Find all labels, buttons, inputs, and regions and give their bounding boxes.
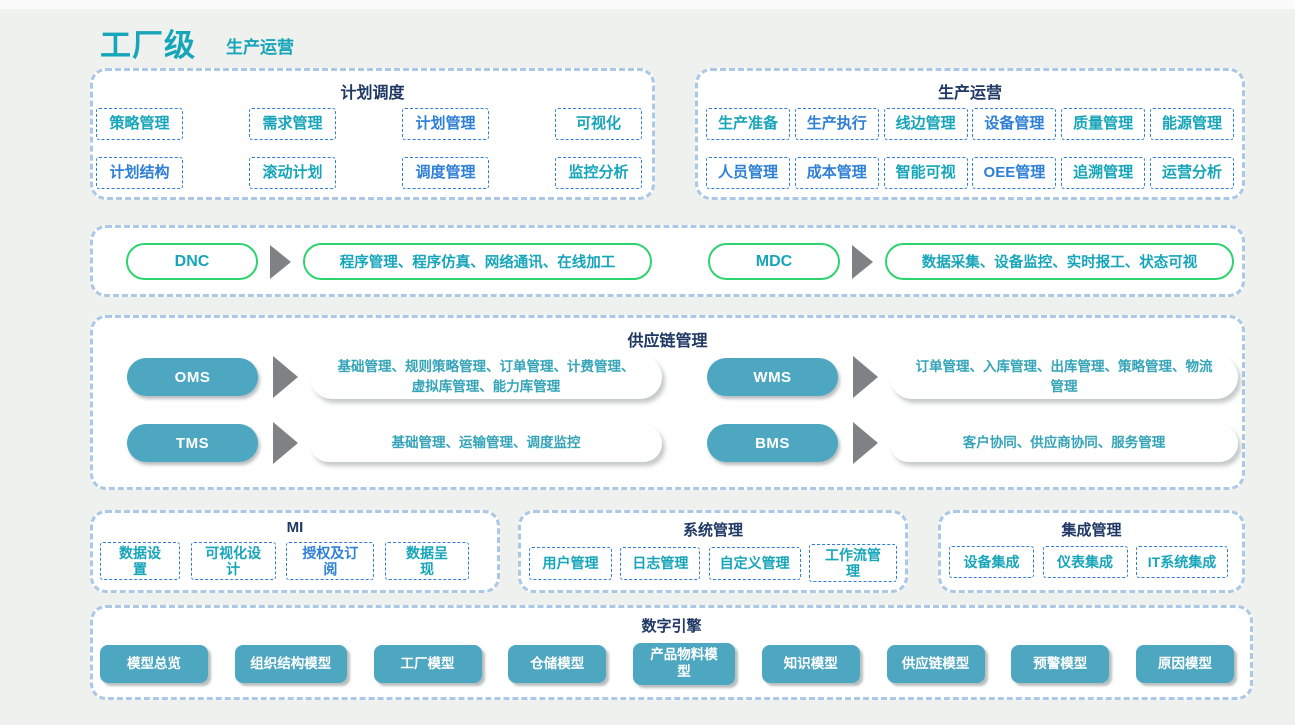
arrow-right-icon <box>852 244 873 279</box>
digital-engine-title: 数字引擎 <box>641 618 702 635</box>
page-subtitle: 生产运营 <box>226 38 294 57</box>
plan-scheduling-title: 计划调度 <box>340 85 405 102</box>
module-chip-jihua-jiegou: 计划结构 <box>96 157 183 189</box>
module-chip-shengchan-zhixing: 生产执行 <box>794 108 879 140</box>
module-chip-rizhi-guanli: 日志管理 <box>620 546 701 580</box>
digital-engine-panel: 数字引擎 模型总览 组织结构模型 工厂模型 仓储模型 产品物料模 型 知识模型 … <box>90 605 1253 700</box>
top-strip <box>0 0 1295 9</box>
dnc-pill: DNC <box>126 243 258 280</box>
module-chip-shouquan-dingyue: 授权及订 阅 <box>286 542 375 580</box>
module-chip-it-xitong-jicheng: IT系统集成 <box>1136 546 1228 578</box>
wms-desc-pill: 订单管理、入库管理、出库管理、策略管理、物流 管理 <box>890 355 1238 399</box>
integration-mgmt-panel: 集成管理 设备集成 仪表集成 IT系统集成 <box>938 510 1245 593</box>
module-chip-diaodu-guanli: 调度管理 <box>402 157 489 189</box>
module-chip-renyuan-guanli: 人员管理 <box>706 157 790 189</box>
oms-desc-pill: 基础管理、规则策略管理、订单管理、计费管理、 虚拟库管理、能力库管理 <box>310 355 662 399</box>
module-chip-xianbian-guanli: 线边管理 <box>883 108 968 140</box>
wms-flow: WMS 订单管理、入库管理、出库管理、策略管理、物流 管理 <box>707 355 1238 399</box>
production-operation-title: 生产运营 <box>937 85 1002 102</box>
page-title: 工厂级 <box>100 28 196 63</box>
module-chip-jihua-guanli: 计划管理 <box>402 108 489 140</box>
module-chip-zhiliang-guanli: 质量管理 <box>1061 108 1146 140</box>
module-chip-jiankong-fenxi: 监控分析 <box>555 157 642 189</box>
module-chip-yunying-fenxi: 运营分析 <box>1149 157 1234 189</box>
dnc-desc-pill: 程序管理、程序仿真、网络通讯、在线加工 <box>303 243 652 280</box>
module-chip-shengchan-zhunbei: 生产准备 <box>706 108 790 140</box>
mdc-desc-pill: 数据采集、设备监控、实时报工、状态可视 <box>885 243 1234 280</box>
dnc-flow: DNC 程序管理、程序仿真、网络通讯、在线加工 <box>126 243 652 280</box>
tms-pill: TMS <box>127 424 258 462</box>
module-chip-gongzuoliu-guanli: 工作流管 理 <box>808 544 897 582</box>
module-chip-keshihua: 可视化 <box>555 108 642 140</box>
integration-mgmt-title: 集成管理 <box>1061 522 1122 539</box>
module-chip-celve-guanli: 策略管理 <box>96 108 183 140</box>
module-chip-chengben-guanli: 成本管理 <box>794 157 879 189</box>
module-chip-keshihua-sheji: 可视化设 计 <box>190 542 276 580</box>
production-operation-panel: 生产运营 生产准备 生产执行 线边管理 设备管理 质量管理 能源管理 人员管理 … <box>695 68 1245 200</box>
module-chip-shuju-chengxian: 数据呈 现 <box>384 542 469 580</box>
module-chip-shebei-jicheng: 设备集成 <box>949 546 1034 578</box>
mdc-flow: MDC 数据采集、设备监控、实时报工、状态可视 <box>708 243 1234 280</box>
module-chip-zhuisu-guanli: 追溯管理 <box>1061 157 1146 189</box>
module-chip-yonghu-guanli: 用户管理 <box>529 546 612 580</box>
model-button-yuanyin-moxing: 原因模型 <box>1136 645 1234 683</box>
module-chip-zhineng-keshi: 智能可视 <box>883 157 968 189</box>
module-chip-shebei-guanli: 设备管理 <box>972 108 1057 140</box>
system-row: 用户管理 日志管理 自定义管理 工作流管 理 <box>529 544 897 582</box>
arrow-right-icon <box>853 422 878 464</box>
production-row-2: 人员管理 成本管理 智能可视 OEE管理 追溯管理 运营分析 <box>706 157 1234 189</box>
model-button-yujing-moxing: 预警模型 <box>1011 645 1110 683</box>
tms-desc-pill: 基础管理、运输管理、调度监控 <box>310 424 662 462</box>
oms-flow: OMS 基础管理、规则策略管理、订单管理、计费管理、 虚拟库管理、能力库管理 <box>127 355 662 399</box>
wms-pill: WMS <box>707 358 838 396</box>
module-chip-xuqiu-guanli: 需求管理 <box>249 108 336 140</box>
model-button-chanpin-wuliao-moxing: 产品物料模 型 <box>633 643 735 685</box>
supply-chain-title: 供应链管理 <box>627 333 708 350</box>
bms-pill: BMS <box>707 424 838 462</box>
mdc-pill: MDC <box>708 243 840 280</box>
arrow-right-icon <box>270 244 291 279</box>
production-row-1: 生产准备 生产执行 线边管理 设备管理 质量管理 能源管理 <box>706 108 1234 140</box>
module-chip-oee-guanli: OEE管理 <box>972 157 1057 189</box>
module-chip-shuju-shezhi: 数据设 置 <box>100 542 180 580</box>
mi-title: MI <box>286 519 304 536</box>
plan-row-1: 策略管理 需求管理 计划管理 可视化 <box>96 108 642 140</box>
module-chip-gundong-jihua: 滚动计划 <box>249 157 336 189</box>
system-mgmt-panel: 系统管理 用户管理 日志管理 自定义管理 工作流管 理 <box>518 510 908 593</box>
model-button-gongyinglian-moxing: 供应链模型 <box>886 645 985 683</box>
module-chip-nengyuan-guanli: 能源管理 <box>1149 108 1234 140</box>
integration-row: 设备集成 仪表集成 IT系统集成 <box>949 546 1228 578</box>
plan-row-2: 计划结构 滚动计划 调度管理 监控分析 <box>96 157 642 189</box>
model-button-zhishi-moxing: 知识模型 <box>761 645 860 683</box>
dnc-mdc-panel: DNC 程序管理、程序仿真、网络通讯、在线加工 MDC 数据采集、设备监控、实时… <box>90 225 1245 297</box>
digital-engine-row: 模型总览 组织结构模型 工厂模型 仓储模型 产品物料模 型 知识模型 供应链模型… <box>100 643 1234 685</box>
system-mgmt-title: 系统管理 <box>682 522 743 539</box>
supply-chain-panel: 供应链管理 OMS 基础管理、规则策略管理、订单管理、计费管理、 虚拟库管理、能… <box>90 315 1245 490</box>
plan-scheduling-panel: 计划调度 策略管理 需求管理 计划管理 可视化 计划结构 滚动计划 调度管理 监… <box>90 68 655 200</box>
model-button-zuzhi-jiegou-moxing: 组织结构模型 <box>234 645 347 683</box>
module-chip-zidingyi-guanli: 自定义管理 <box>708 546 801 580</box>
mi-panel: MI 数据设 置 可视化设 计 授权及订 阅 数据呈 现 <box>90 510 500 593</box>
module-chip-yibiao-jicheng: 仪表集成 <box>1042 546 1128 578</box>
bms-flow: BMS 客户协同、供应商协同、服务管理 <box>707 422 1238 464</box>
arrow-right-icon <box>273 356 298 398</box>
mi-row: 数据设 置 可视化设 计 授权及订 阅 数据呈 现 <box>100 542 469 580</box>
model-button-cangchu-moxing: 仓储模型 <box>508 645 607 683</box>
bms-desc-pill: 客户协同、供应商协同、服务管理 <box>890 424 1238 462</box>
tms-flow: TMS 基础管理、运输管理、调度监控 <box>127 422 662 464</box>
arrow-right-icon <box>853 356 878 398</box>
oms-pill: OMS <box>127 358 258 396</box>
model-button-moxing-zonglan: 模型总览 <box>100 645 208 683</box>
arrow-right-icon <box>273 422 298 464</box>
model-button-gongchang-moxing: 工厂模型 <box>373 645 482 683</box>
